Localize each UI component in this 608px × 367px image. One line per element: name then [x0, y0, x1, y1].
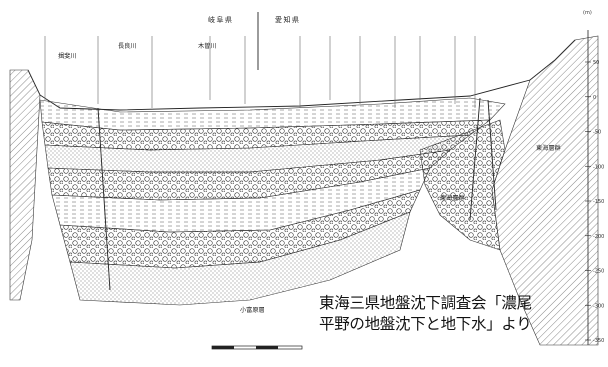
depth-tick-label: -350: [593, 338, 604, 344]
depth-tick-label: -100: [593, 164, 604, 170]
west-basement-layer: [9, 69, 41, 301]
river-label-nagara: 長良川: [118, 42, 137, 50]
fault-lines: [97, 97, 497, 291]
unit-label-tokai-2: 東海層群: [536, 144, 561, 152]
borehole-lines: [44, 36, 476, 108]
river-label-kiso: 木曽川: [198, 42, 217, 50]
figure-caption: 東海三県地盤沈下調査会「濃尾 平野の地盤沈下と地下水」より: [319, 293, 601, 335]
caption-line-2: 平野の地盤沈下と地下水」より: [319, 315, 532, 333]
ground-surface-layer: [27, 39, 576, 111]
prefecture-label-aichi: 愛知県: [275, 15, 301, 24]
prefecture-label-gifu: 岐阜県: [208, 15, 234, 24]
depth-scale: (m) 50 0 -50 -100 -150 -200 -250 -300 -350: [583, 10, 604, 345]
horizontal-scale-bar: [211, 345, 303, 350]
depth-tick-label: 0: [593, 95, 596, 101]
caption-line-1: 東海三県地盤沈下調査会「濃尾: [319, 294, 532, 312]
unit-label-tokai-1: 東海層群: [440, 194, 465, 202]
river-label-ibi: 揖斐川: [58, 52, 77, 60]
sediment-bands: [39, 97, 506, 306]
depth-tick-label: 50: [593, 60, 599, 66]
depth-tick-label: -200: [593, 234, 604, 240]
depth-tick-label: -250: [593, 269, 604, 275]
unit-label-kotomihara: 小富原層: [240, 306, 265, 314]
depth-tick-label: -300: [593, 303, 604, 309]
depth-tick-label: -150: [593, 199, 604, 205]
depth-scale-unit: (m): [583, 10, 592, 16]
depth-tick-label: -50: [593, 130, 601, 136]
